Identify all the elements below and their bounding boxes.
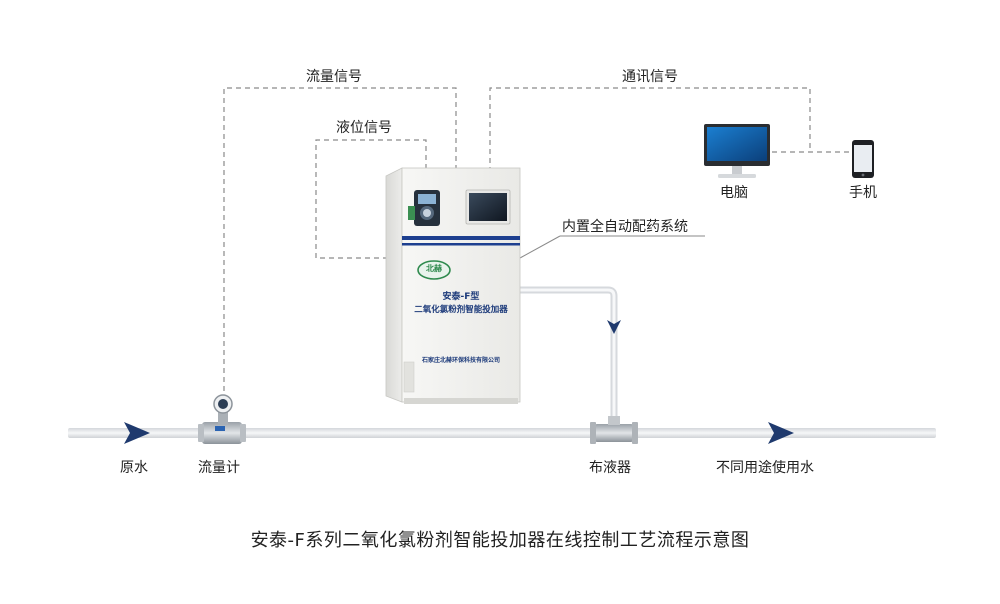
cabinet-company: 石家庄北赫环保科技有限公司 (421, 357, 500, 364)
touch-screen-icon (465, 189, 511, 225)
dosing-pump-icon (408, 190, 440, 226)
cabinet-logo-text: 北赫 (426, 264, 442, 273)
main-pipe (68, 428, 936, 438)
computer-label: 电脑 (720, 185, 748, 201)
level-signal-label: 液位信号 (336, 120, 392, 136)
raw-water-label: 原水 (120, 460, 148, 476)
raw-water-arrow-icon (124, 422, 150, 444)
flow-signal-line (223, 87, 457, 400)
comm-signal-label: 通讯信号 (622, 69, 678, 85)
cabinet-product-name: 二氧化氯粉剂智能投加器 (414, 305, 508, 315)
dosing-arrow-icon (607, 320, 621, 334)
phone-icon (852, 140, 874, 178)
feed-pipe (515, 286, 618, 428)
computer-icon (704, 124, 770, 178)
flow-signal-label: 流量信号 (306, 69, 362, 85)
end-use-arrow-icon (768, 422, 794, 444)
flowmeter-icon (198, 394, 246, 444)
diagram-caption: 安泰-F系列二氧化氯粉剂智能投加器在线控制工艺流程示意图 (250, 530, 750, 551)
company-logo-icon (417, 260, 451, 280)
cabinet-model: 安泰-F型 (442, 292, 480, 302)
comm-signal-line (489, 87, 852, 172)
dosing-cabinet (385, 167, 521, 404)
builtin-system-label: 内置全自动配药系统 (562, 219, 688, 235)
phone-label: 手机 (849, 185, 877, 201)
distributor-label: 布液器 (589, 460, 631, 476)
level-signal-line (315, 139, 427, 259)
callout-line (519, 235, 561, 259)
end-use-label: 不同用途使用水 (716, 460, 814, 476)
flowmeter-label: 流量计 (198, 460, 240, 476)
distributor-icon (590, 416, 638, 444)
